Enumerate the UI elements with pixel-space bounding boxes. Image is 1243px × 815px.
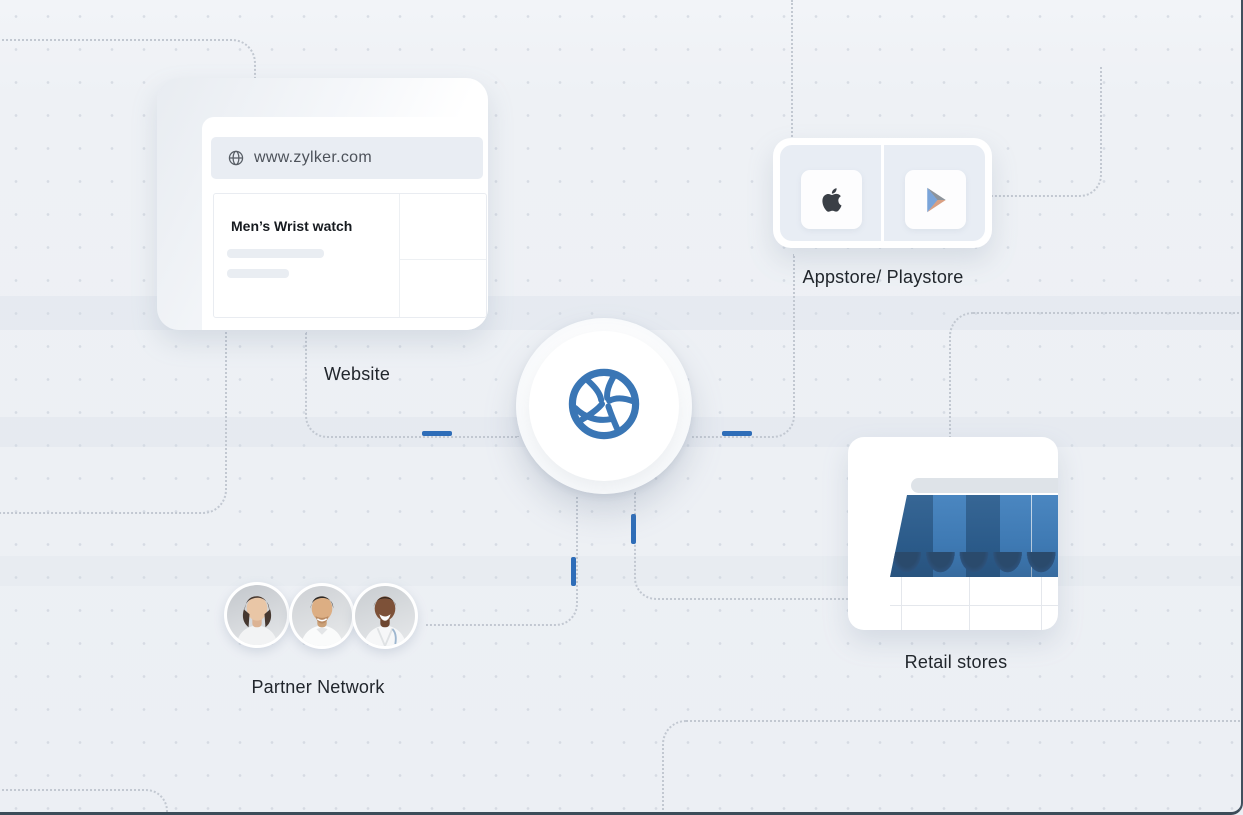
appstore-card bbox=[773, 138, 992, 248]
dashed-rect-bottom-right bbox=[662, 720, 1243, 815]
wall-grid-line bbox=[1041, 577, 1042, 630]
wall-grid-line bbox=[901, 577, 902, 630]
appstore-label: Appstore/ Playstore bbox=[802, 267, 964, 287]
appstore-divider bbox=[881, 145, 884, 241]
storefront-awning bbox=[890, 495, 1058, 577]
wall-grid-line bbox=[890, 605, 1058, 606]
connector-appstore-top bbox=[791, 0, 795, 140]
retail-label: Retail stores bbox=[904, 652, 1008, 672]
connector-retail-hub bbox=[634, 492, 852, 600]
avatar-photo-doctor bbox=[355, 586, 415, 646]
awning-scallops bbox=[890, 552, 1058, 577]
apple-icon bbox=[817, 185, 847, 215]
accent-dash-partner bbox=[571, 557, 576, 586]
appstore-tile bbox=[801, 170, 862, 229]
dashed-path-appstore-right bbox=[990, 66, 1102, 197]
product-divider bbox=[399, 194, 400, 317]
partner-avatar bbox=[224, 582, 290, 648]
avatar-photo-man bbox=[292, 586, 352, 646]
retail-store-card bbox=[848, 437, 1058, 630]
dashed-corner-bottom-left bbox=[0, 789, 168, 815]
browser-url: www.zylker.com bbox=[254, 149, 372, 166]
connector-website-hub bbox=[305, 332, 519, 438]
storefront-top-bar bbox=[911, 478, 1058, 493]
appstore-card-inner bbox=[780, 145, 985, 241]
sphere-logo-icon bbox=[564, 364, 644, 449]
product-panel: Men’s Wrist watch bbox=[213, 193, 487, 318]
hub-inner-circle bbox=[529, 331, 679, 481]
partner-avatar bbox=[352, 583, 418, 649]
partner-label: Partner Network bbox=[251, 677, 385, 697]
hub-circle bbox=[516, 318, 692, 494]
connector-appstore-hub bbox=[692, 254, 795, 438]
placeholder-bar bbox=[227, 269, 289, 278]
product-divider bbox=[399, 259, 486, 260]
browser-address-bar: www.zylker.com bbox=[211, 137, 483, 179]
appstore-tile bbox=[905, 170, 966, 229]
product-title: Men’s Wrist watch bbox=[231, 218, 353, 234]
placeholder-bar bbox=[227, 249, 324, 258]
accent-dash-appstore bbox=[722, 431, 752, 436]
avatar-photo-woman bbox=[227, 585, 287, 645]
accent-dash-website bbox=[422, 431, 452, 436]
website-label: Website bbox=[323, 364, 391, 384]
accent-dash-retail bbox=[631, 514, 636, 544]
browser-mockup: www.zylker.com Men’s Wrist watch bbox=[202, 117, 488, 330]
dashed-rect-bottom-left bbox=[0, 332, 227, 514]
google-play-icon bbox=[921, 185, 951, 215]
wall-grid-line bbox=[969, 577, 970, 630]
website-card: www.zylker.com Men’s Wrist watch bbox=[157, 78, 488, 330]
globe-icon bbox=[227, 149, 245, 167]
connector-partner-hub bbox=[426, 496, 578, 626]
partner-avatar bbox=[289, 583, 355, 649]
